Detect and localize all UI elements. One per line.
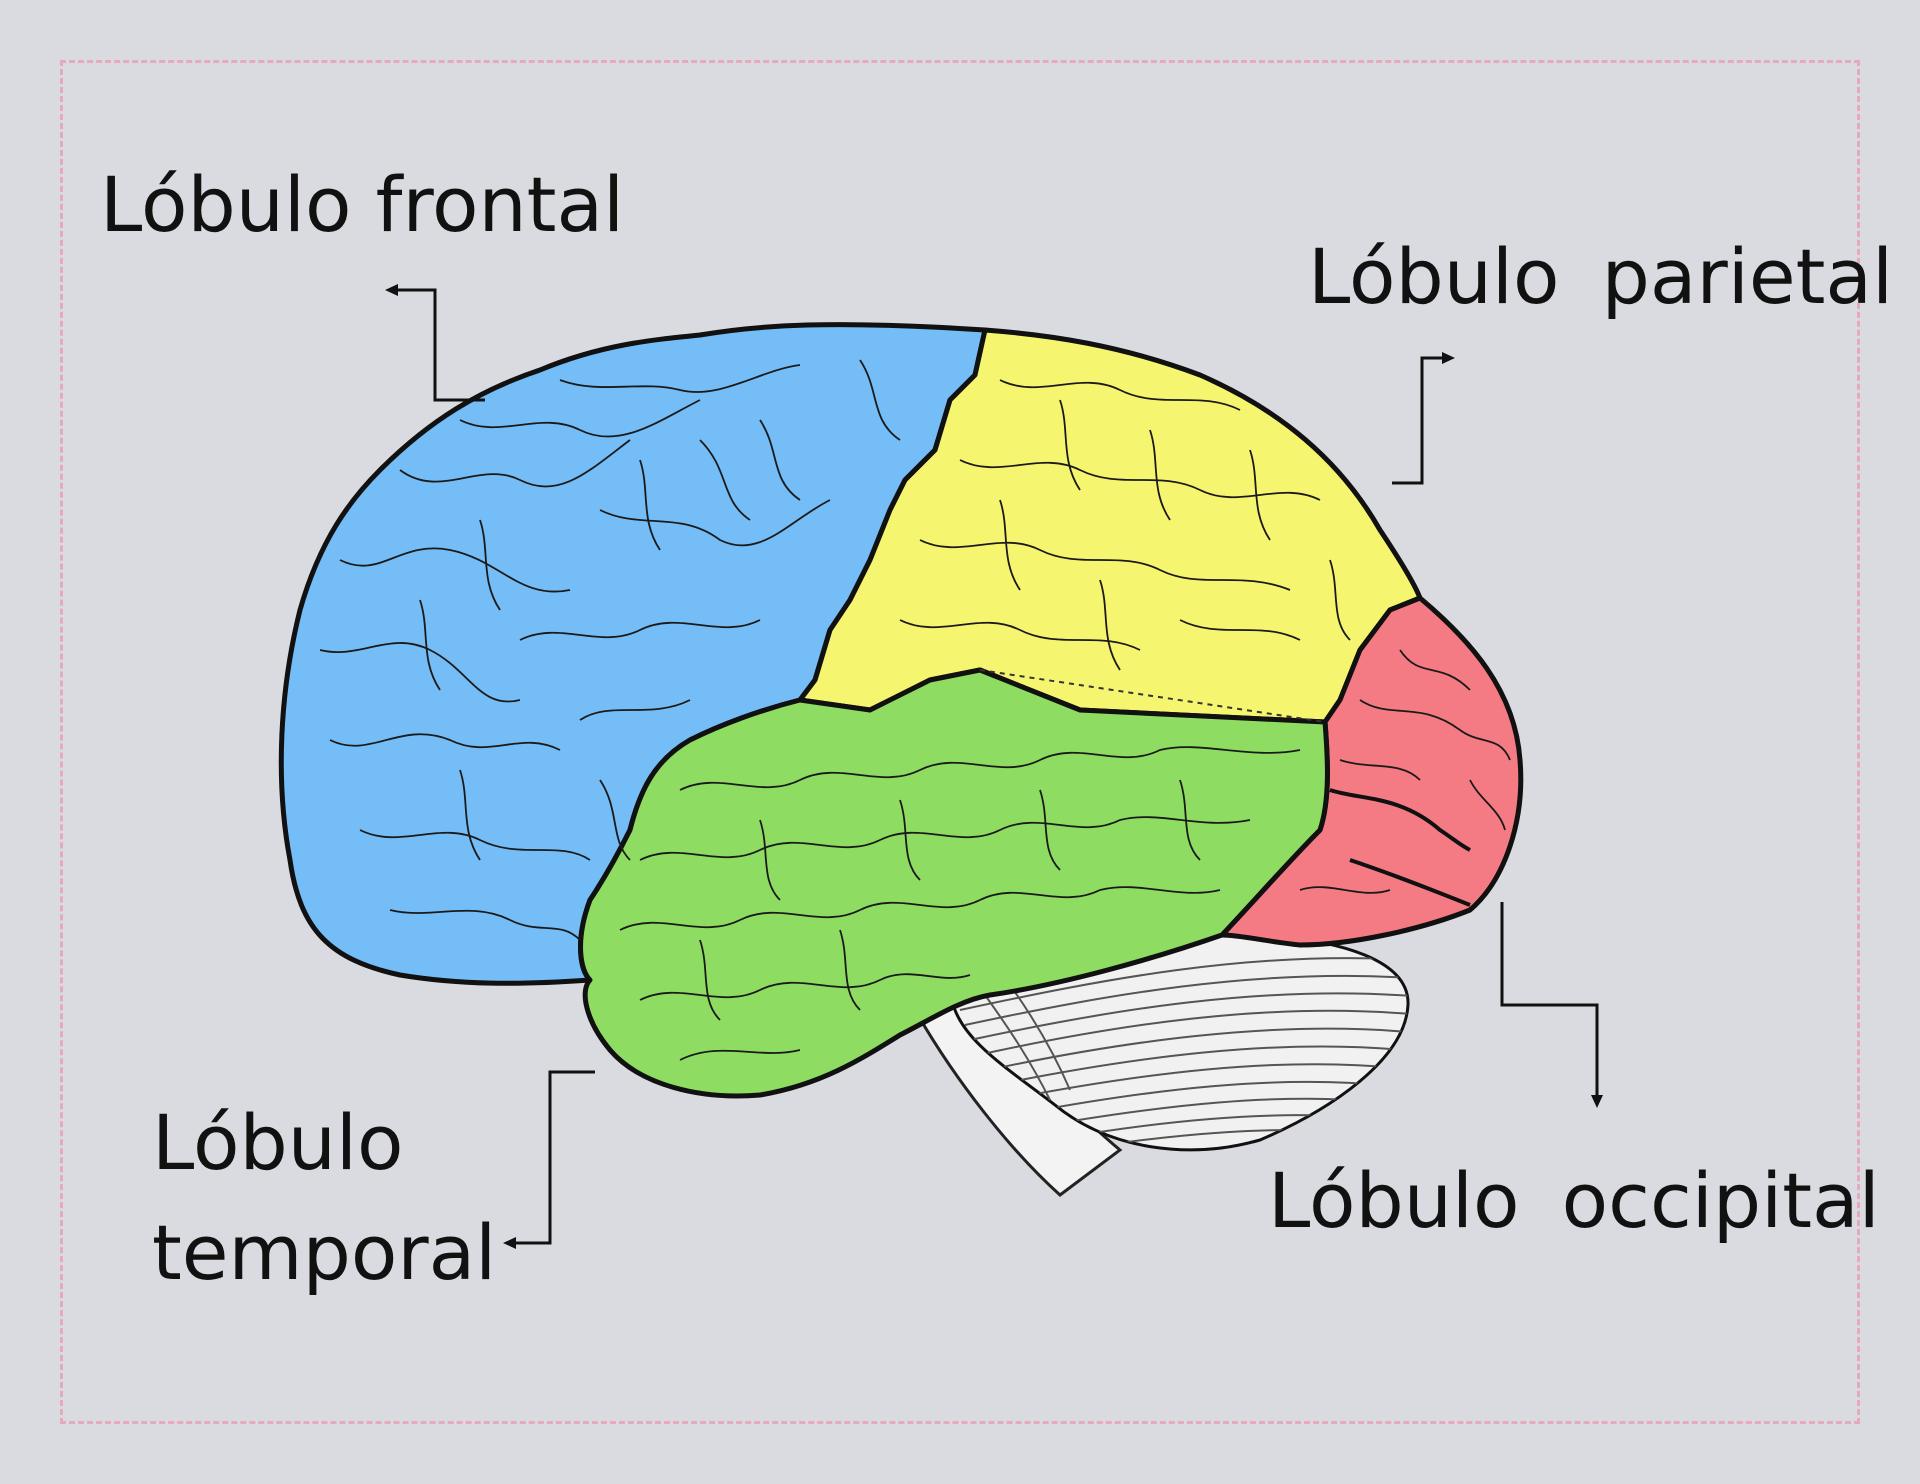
temporal-leader	[515, 1070, 595, 1245]
occipital-arrow-head	[1591, 1095, 1603, 1108]
frontal-leader	[395, 288, 485, 402]
label-occipital-lobe: Lóbulo occipital	[1268, 1156, 1880, 1245]
temporal-gyri	[619, 746, 1301, 1061]
label-temporal-line1: Lóbulo	[152, 1098, 404, 1187]
parietal-arrow-head	[1442, 352, 1455, 364]
leader-lines	[395, 288, 1599, 1245]
lobe-boundary-dotted	[979, 669, 1326, 723]
label-temporal-lobe: Lóbulo temporal	[152, 1088, 496, 1308]
occipital-fissures	[1329, 788, 1471, 907]
temporal-arrow-head	[503, 1237, 516, 1249]
occipital-gyri	[1299, 649, 1511, 894]
page-border	[60, 60, 1860, 1424]
parietal-gyri	[899, 379, 1351, 671]
occipital-leader	[1500, 902, 1599, 1100]
label-parietal-lobe: Lóbulo parietal	[1308, 232, 1894, 321]
label-frontal-lobe: Lóbulo frontal	[100, 160, 625, 249]
frontal-gyri	[319, 359, 901, 941]
parietal-leader	[1392, 356, 1445, 485]
frontal-arrow-head	[385, 284, 398, 296]
temporal-lobe	[578, 667, 1330, 1099]
arrow-heads	[385, 284, 1603, 1249]
label-temporal-line2: temporal	[152, 1208, 497, 1297]
